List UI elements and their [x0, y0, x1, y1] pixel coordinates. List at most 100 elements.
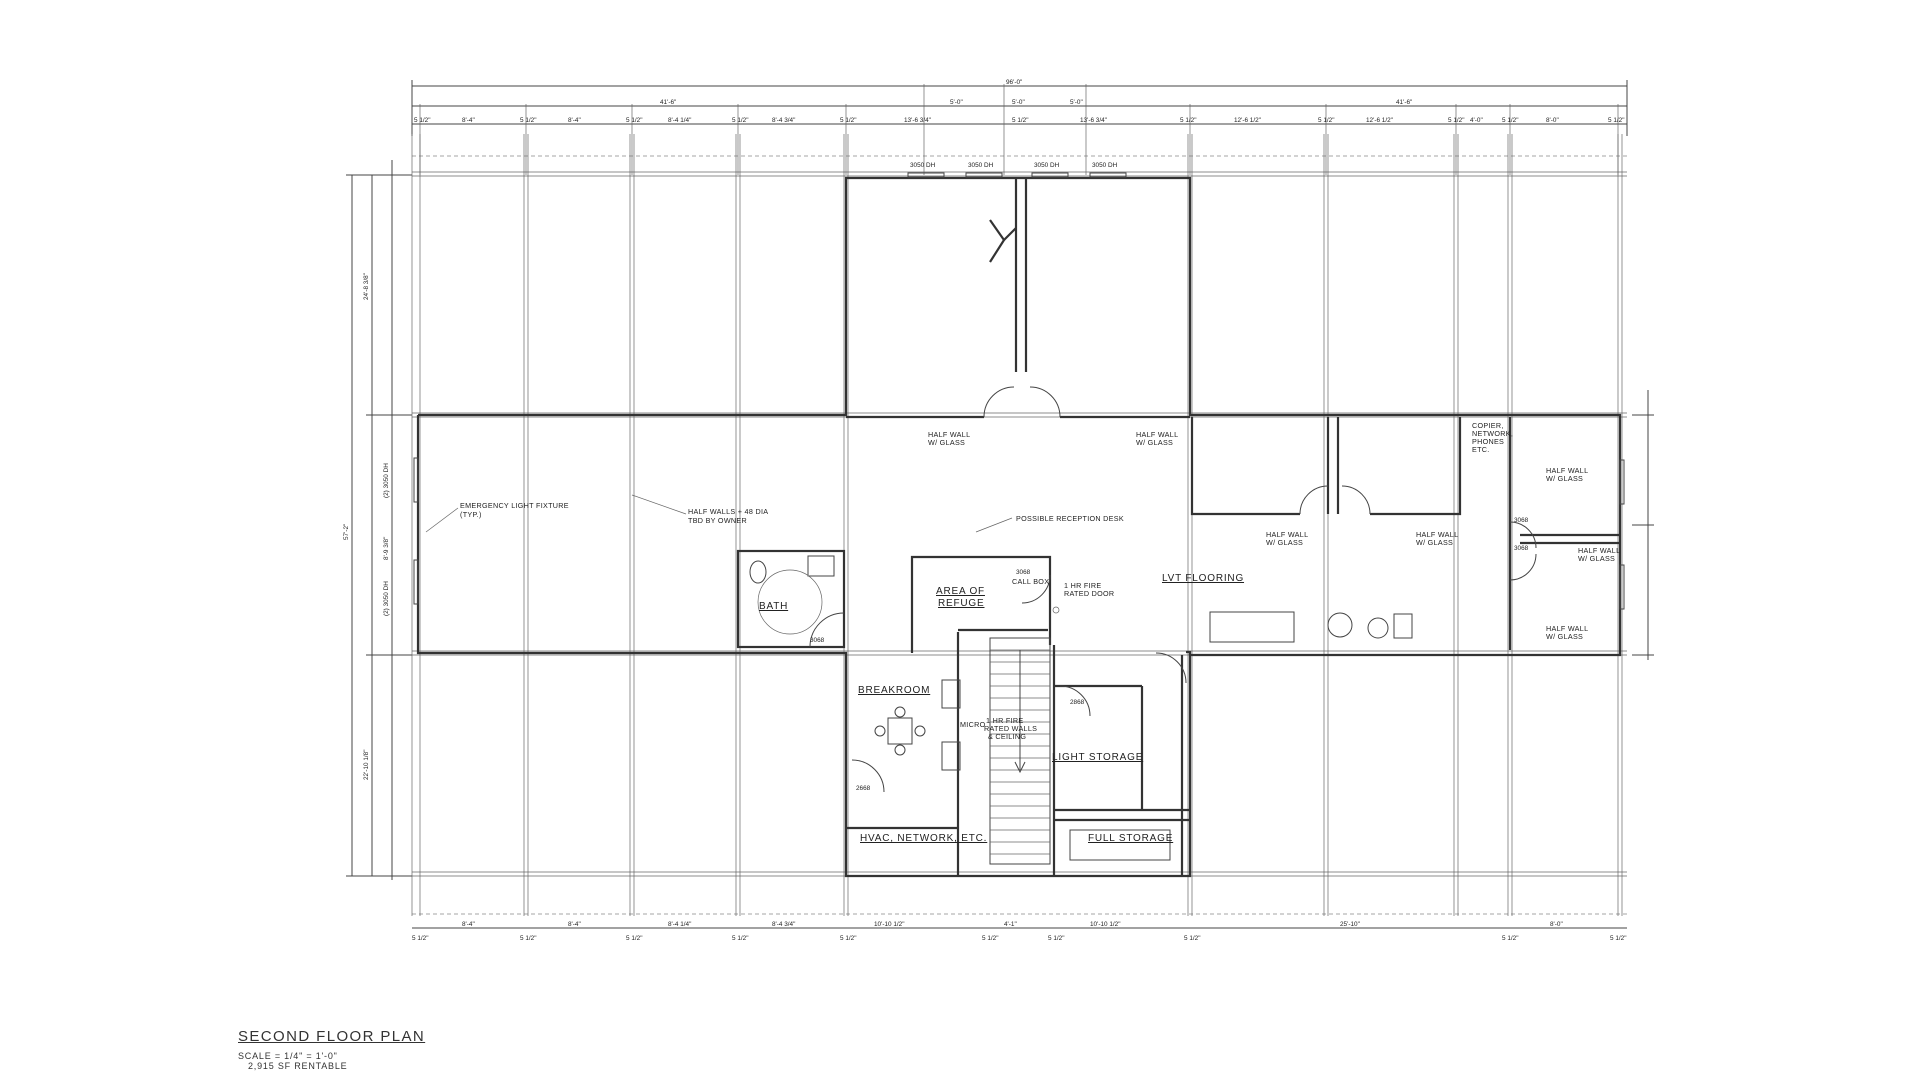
dim-top-7: 8'-4 3/4" [772, 117, 795, 124]
door-swings [809, 386, 1537, 793]
note-micro: MICRO [960, 720, 986, 729]
room-full-storage: FULL STORAGE [1088, 833, 1173, 844]
dim-top-1: 8'-4" [462, 117, 475, 124]
dim-bot-15: 25'-10" [1340, 921, 1360, 928]
note-copier-2: NETWORK, [1472, 429, 1513, 438]
dim-bot-17: 8'-0" [1550, 921, 1563, 928]
note-rated-walls-2: RATED WALLS [984, 724, 1037, 733]
note-glass-f: W/ GLASS [1578, 554, 1615, 563]
dim-top-mid-1: 5'-0" [950, 99, 963, 106]
note-half-wall-d: HALF WALL [1416, 530, 1458, 539]
note-half-walls-2: TBD BY OWNER [688, 516, 747, 525]
dim-bot-16: 5 1/2" [1502, 935, 1518, 942]
dim-bot-4: 5 1/2" [626, 935, 642, 942]
tag-door-refuge: 3068 [1016, 569, 1031, 576]
drawing-area: 2,915 SF RENTABLE [248, 1061, 348, 1071]
tag-door-right-2: 3068 [1514, 545, 1529, 552]
walls [411, 134, 1627, 916]
note-glass-c: W/ GLASS [1266, 538, 1303, 547]
dim-bot-14: 5 1/2" [1184, 935, 1200, 942]
stair-treads [990, 649, 1050, 855]
fixtures [749, 555, 1413, 771]
note-glass-e: W/ GLASS [1546, 474, 1583, 483]
note-rated-walls-1: 1 HR FIRE [986, 716, 1023, 725]
note-glass-a: W/ GLASS [928, 438, 965, 447]
drawing-scale: SCALE = 1/4" = 1'-0" [238, 1051, 338, 1061]
tag-window-2: 3050 DH [968, 162, 994, 169]
note-glass-d: W/ GLASS [1416, 538, 1453, 547]
room-area-of-refuge-line2: REFUGE [938, 598, 984, 609]
room-area-of-refuge-line1: AREA OF [936, 586, 985, 597]
room-lvt-flooring: LVT FLOORING [1162, 573, 1244, 584]
dim-bot-6: 5 1/2" [732, 935, 748, 942]
note-half-wall-f: HALF WALL [1578, 546, 1620, 555]
dim-top-mid-3: 5'-0" [1070, 99, 1083, 106]
dim-left-window-1: (2) 3050 DH [383, 463, 390, 498]
dim-bot-5: 8'-4 1/4" [668, 921, 691, 928]
dim-bot-7: 8'-4 3/4" [772, 921, 795, 928]
dim-top-6: 5 1/2" [732, 117, 748, 124]
dim-top-8: 5 1/2" [840, 117, 856, 124]
room-bath: BATH [759, 601, 788, 612]
annotation-notes: EMERGENCY LIGHT FIXTURE (TYP.) HALF WALL… [425, 421, 1620, 741]
dim-left-upper: 24'-8 3/8" [363, 273, 370, 300]
dim-top-17: 4'-0" [1470, 117, 1483, 124]
dim-top-3: 8'-4" [568, 117, 581, 124]
room-labels: BATH AREA OF REFUGE BREAKROOM LIGHT STOR… [759, 573, 1244, 844]
dim-top-mid-2: 5'-0" [1012, 99, 1025, 106]
dim-top-20: 5 1/2" [1608, 117, 1624, 124]
dim-top-11: 13'-6 3/4" [1080, 117, 1107, 124]
dim-top-0: 5 1/2" [414, 117, 430, 124]
tag-door-storage: 2868 [1070, 699, 1085, 706]
door-tags: 3050 DH 3050 DH 3050 DH 3050 DH 3068 306… [810, 162, 1529, 792]
dim-bot-13: 10'-10 1/2" [1090, 921, 1121, 928]
drawing-title: SECOND FLOOR PLAN [238, 1028, 426, 1045]
dim-top-19: 8'-0" [1546, 117, 1559, 124]
dim-top-18: 5 1/2" [1502, 117, 1518, 124]
dim-bot-10: 5 1/2" [982, 935, 998, 942]
dim-top-9: 13'-6 3/4" [904, 117, 931, 124]
dim-bot-2: 5 1/2" [520, 935, 536, 942]
dim-top-12: 5 1/2" [1180, 117, 1196, 124]
windows [413, 172, 1625, 610]
note-glass-g: W/ GLASS [1546, 632, 1583, 641]
dim-left-lower: 22'-10 1/8" [363, 750, 370, 781]
dim-top-5: 8'-4 1/4" [668, 117, 691, 124]
note-copier-3: PHONES [1472, 437, 1504, 446]
dim-half-right: 41'-6" [1396, 99, 1412, 106]
dim-bot-18: 5 1/2" [1610, 935, 1626, 942]
dim-bot-11: 4'-1" [1004, 921, 1017, 928]
dim-top-4: 5 1/2" [626, 117, 642, 124]
tag-window-1: 3050 DH [910, 162, 936, 169]
dim-bot-1: 8'-4" [462, 921, 475, 928]
note-half-wall-c: HALF WALL [1266, 530, 1308, 539]
dim-top-16: 5 1/2" [1448, 117, 1464, 124]
room-breakroom: BREAKROOM [858, 685, 930, 696]
dim-left-mid: 8'-9 3/8" [383, 537, 390, 560]
dim-left-window-2: (2) 3050 DH [383, 581, 390, 616]
dim-left-overall: 57'-2" [343, 524, 350, 540]
note-rated-walls-3: & CEILING [988, 732, 1026, 741]
tag-window-4: 3050 DH [1092, 162, 1118, 169]
dim-half-left: 41'-6" [660, 99, 676, 106]
dim-bot-12: 5 1/2" [1048, 935, 1064, 942]
note-fire-door-2: RATED DOOR [1064, 589, 1114, 598]
note-half-wall-a: HALF WALL [928, 430, 970, 439]
dim-overall-width: 96'-0" [1006, 79, 1022, 86]
dim-top-13: 12'-6 1/2" [1234, 117, 1261, 124]
note-call-box: CALL BOX [1012, 577, 1049, 586]
note-fire-door-1: 1 HR FIRE [1064, 581, 1101, 590]
dim-bot-3: 8'-4" [568, 921, 581, 928]
note-copier-1: COPIER, [1472, 421, 1504, 430]
tag-door-bath: 3068 [810, 637, 825, 644]
note-emergency-light-1: EMERGENCY LIGHT FIXTURE [460, 501, 569, 510]
note-reception-desk: POSSIBLE RECEPTION DESK [1016, 514, 1124, 523]
note-half-wall-b: HALF WALL [1136, 430, 1178, 439]
tag-window-3: 3050 DH [1034, 162, 1060, 169]
note-copier-4: ETC. [1472, 445, 1490, 454]
dim-top-10: 5 1/2" [1012, 117, 1028, 124]
dim-top-15: 12'-6 1/2" [1366, 117, 1393, 124]
dimension-texts: 96'-0" 41'-6" 41'-6" 5'-0" 5'-0" 5'-0" 5… [343, 79, 1626, 942]
note-half-walls-1: HALF WALLS + 48 DIA [688, 507, 768, 516]
